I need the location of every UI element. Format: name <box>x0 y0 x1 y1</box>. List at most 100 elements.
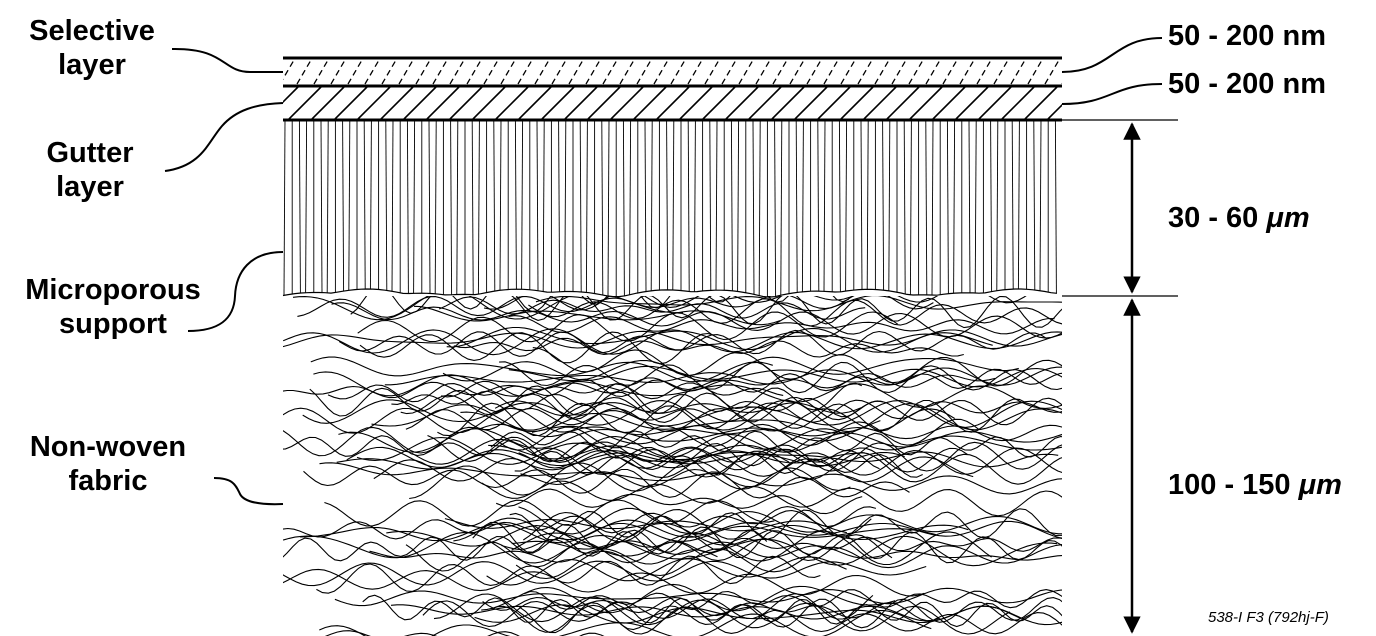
gutter-hatch-stroke <box>656 86 690 119</box>
fabric-fiber <box>302 399 1062 433</box>
gutter-hatch-stroke <box>932 86 966 119</box>
gutter-hatch-stroke <box>283 86 299 104</box>
pore-line <box>283 120 286 296</box>
fabric-fiber <box>324 499 775 527</box>
selective-hatch-stroke <box>534 59 550 85</box>
fabric-fiber <box>390 604 1022 622</box>
pore-line <box>730 120 733 291</box>
support-fabric-boundary <box>282 288 1058 298</box>
selective-hatch-stroke <box>415 59 431 85</box>
selective-hatch-stroke <box>585 59 601 85</box>
selective-hatch-stroke <box>500 59 516 85</box>
selective-hatch-stroke <box>925 59 941 85</box>
fabric-fiber <box>511 540 1062 561</box>
microporous-support-thickness-value: 30 - 60 <box>1168 202 1259 234</box>
fabric-fiber <box>283 328 1062 356</box>
selective-layer-thickness: 50 - 200 nm <box>1168 19 1326 53</box>
selective-hatch-stroke <box>636 59 652 85</box>
fabric-fiber <box>488 444 1059 468</box>
fabric-fiber <box>338 329 1048 357</box>
selective-hatch-stroke <box>449 59 465 85</box>
selective-hatch-stroke <box>976 59 992 85</box>
non-woven-fabric-fibers <box>283 296 1062 636</box>
fabric-fiber <box>438 296 866 320</box>
fabric-fiber <box>496 488 863 515</box>
fabric-fiber <box>491 604 1062 635</box>
pore-line <box>622 120 625 297</box>
gutter-hatch-stroke <box>679 86 713 119</box>
selective-hatch-stroke <box>959 59 975 85</box>
gutter-hatch-stroke <box>633 86 667 119</box>
gutter-hatch-stroke <box>978 86 1012 119</box>
selective-hatch-stroke <box>670 59 686 85</box>
selective-hatch-stroke <box>738 59 754 85</box>
pore-line <box>477 120 480 295</box>
fabric-fiber <box>283 418 980 457</box>
gutter-hatch-stroke <box>403 86 437 119</box>
fabric-fiber <box>483 296 1027 311</box>
fabric-fiber <box>300 522 937 544</box>
pore-line <box>434 120 437 294</box>
fabric-fiber <box>283 568 925 597</box>
selective-layer-thickness-unit: nm <box>1282 20 1326 52</box>
fabric-fiber <box>509 508 1062 541</box>
selective-hatch-stroke <box>398 59 414 85</box>
selective-hatch-stroke <box>874 59 890 85</box>
gutter-hatch-stroke <box>357 86 391 119</box>
pore-line <box>348 120 351 291</box>
figure-code: 538-I F3 (792hj-F) <box>1208 609 1329 626</box>
selective-hatch-stroke <box>330 59 346 85</box>
fabric-fiber <box>310 356 773 383</box>
selective-hatch-stroke <box>313 59 329 85</box>
pore-line <box>1054 120 1057 294</box>
pore-line <box>305 120 308 293</box>
selective-hatch-stroke <box>283 59 295 81</box>
non-woven-fabric-thickness-unit: μm <box>1298 469 1342 501</box>
fabric-fiber <box>481 480 1062 517</box>
pore-line <box>996 120 999 291</box>
pore-line <box>493 120 496 292</box>
pore-line <box>666 120 669 290</box>
selective-layer-label: Selective layer <box>8 14 176 82</box>
pore-line <box>644 120 647 292</box>
selective-hatch-stroke <box>517 59 533 85</box>
gutter-hatch-stroke <box>748 86 782 119</box>
fabric-fiber <box>319 462 1062 495</box>
fabric-fiber <box>427 434 968 473</box>
gutter-layer <box>283 84 1062 122</box>
pore-line <box>521 120 524 290</box>
non-woven-fabric-label-line2: fabric <box>68 465 148 497</box>
pore-line <box>391 120 394 292</box>
gutter-layer-label-line2: layer <box>56 171 124 203</box>
pore-line <box>795 120 798 293</box>
pore-line <box>629 120 632 295</box>
microporous-leader <box>187 251 284 332</box>
fabric-fiber <box>472 521 1062 564</box>
fabric-fiber <box>316 555 821 594</box>
selective-hatch-stroke <box>619 59 635 85</box>
gutter-layer-label-line1: Gutter <box>46 137 134 169</box>
fabric-fiber <box>499 361 1062 394</box>
pore-line <box>363 120 366 290</box>
pore-line <box>320 120 323 293</box>
fabric-fiber <box>283 532 1058 567</box>
fabric-fiber <box>494 400 862 417</box>
selective-hatch-stroke <box>381 59 397 85</box>
pore-line <box>888 120 891 291</box>
pore-line <box>687 120 690 292</box>
selective-hatch-stroke <box>993 59 1009 85</box>
gutter-hatch-stroke <box>564 86 598 119</box>
selective-hatch-stroke <box>687 59 703 85</box>
pore-line <box>866 120 869 290</box>
pore-line <box>838 120 841 293</box>
fabric-fiber <box>531 447 1062 485</box>
fabric-fiber <box>346 446 905 468</box>
fabric-fiber <box>520 467 851 491</box>
pore-line <box>672 120 675 291</box>
microporous-support-thickness: 30 - 60 μm <box>1168 201 1310 235</box>
pore-line <box>903 120 906 294</box>
pore-line <box>845 120 848 291</box>
fabric-fiber <box>486 556 847 586</box>
gutter-layer-thickness-unit: nm <box>1282 68 1326 100</box>
